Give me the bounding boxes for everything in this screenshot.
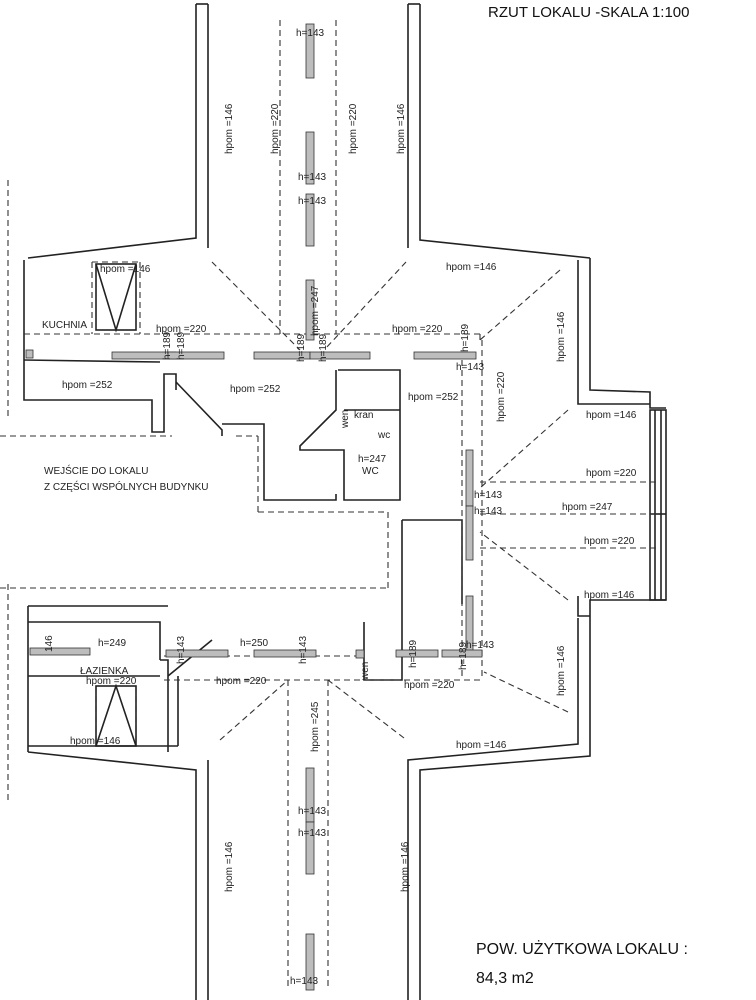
label-h143: h=143 — [290, 976, 319, 987]
label-h249: h=249 — [98, 638, 127, 649]
room-kitchen: KUCHNIA — [42, 320, 87, 331]
label-h143: h=143 — [298, 172, 327, 183]
label-hpom220-vertical: hpom =220 — [348, 103, 359, 154]
height-labels: hpom =146 hpom =146 hpom =220 hpom =220 … — [44, 28, 637, 987]
label-hpom220: hpom =220 — [586, 468, 637, 479]
label-hpom146-vertical: hpom =146 — [224, 103, 235, 154]
label-h189-vertical: h=189 — [458, 641, 469, 670]
room-wc: WC — [362, 466, 379, 477]
label-h189-vertical: h=189 — [318, 333, 329, 362]
label-hpom220: hpom =220 — [216, 676, 267, 687]
room-wen2: wen — [360, 662, 371, 681]
label-hpom146-vertical: hpom =146 — [396, 103, 407, 154]
label-h189-vertical: h=189 — [296, 333, 307, 362]
label-hpom252: hpom =252 — [408, 392, 459, 403]
room-kran: kran — [354, 410, 373, 421]
roof-projection-lines — [0, 20, 656, 990]
label-h143: h=143 — [296, 28, 325, 39]
label-hpom252: hpom =252 — [62, 380, 113, 391]
label-h143: h=143 — [466, 640, 495, 651]
label-146: 146 — [44, 635, 55, 652]
room-wc-height: h=247 — [358, 454, 387, 465]
skylights — [95, 263, 137, 747]
room-wen1: wen — [340, 410, 351, 429]
label-h143: h=143 — [298, 196, 327, 207]
label-hpom146: hpom =146 — [586, 410, 637, 421]
label-h143: h=143 — [456, 362, 485, 373]
label-hpom245-vertical: hpom =245 — [310, 701, 321, 752]
label-hpom146: hpom =146 — [446, 262, 497, 273]
label-h143: h=143 — [298, 828, 327, 839]
label-hpom247: hpom =247 — [562, 502, 613, 513]
label-h250: h=250 — [240, 638, 269, 649]
label-hpom146-vertical: hpom =146 — [556, 645, 567, 696]
label-h143: h=143 — [298, 806, 327, 817]
label-hpom220: hpom =220 — [404, 680, 455, 691]
label-hpom252: hpom =252 — [230, 384, 281, 395]
usable-area-label: POW. UŻYTKOWA LOKALU : — [476, 941, 688, 958]
label-hpom146: hpom =146 — [584, 590, 635, 601]
label-h143: h=143 — [474, 506, 503, 517]
label-hpom146: hpom =146 — [100, 264, 151, 275]
label-hpom146: hpom =146 — [456, 740, 507, 751]
label-hpom220: hpom =220 — [156, 324, 207, 335]
label-h189-vertical: h=189 — [162, 331, 173, 360]
label-hpom146-vertical: hpom =146 — [556, 311, 567, 362]
entrance-label-line2: Z CZĘŚCI WSPÓLNYCH BUDYNKU — [44, 480, 208, 493]
label-h143: h=143 — [474, 490, 503, 501]
room-wc-small: wc — [377, 430, 390, 441]
label-hpom220-vertical: hpom =220 — [270, 103, 281, 154]
room-labels: KUCHNIA ŁAZIENKA h=247 WC kran wc wen we… — [42, 320, 390, 681]
room-bathroom: ŁAZIENKA — [80, 666, 129, 677]
entrance-label-line1: WEJŚCIE DO LOKALU — [44, 464, 148, 477]
label-hpom247-vertical: hpom =247 — [310, 285, 321, 336]
label-hpom220-vertical: hpom =220 — [496, 371, 507, 422]
label-h143-vertical: h=143 — [176, 635, 187, 664]
label-hpom220: hpom =220 — [392, 324, 443, 335]
label-h189-vertical: h=189 — [408, 639, 419, 668]
outer-walls — [27, 3, 667, 1000]
label-h189-vertical: h=189 — [176, 331, 187, 360]
label-hpom220: hpom =220 — [86, 676, 137, 687]
label-h189-vertical: h=189 — [460, 323, 471, 352]
usable-area-value: 84,3 m2 — [476, 970, 534, 987]
label-hpom146-vertical: hpom =146 — [400, 841, 411, 892]
label-hpom146-vertical: hpom =146 — [224, 841, 235, 892]
label-hpom220: hpom =220 — [584, 536, 635, 547]
label-hpom146: hpom =146 — [70, 736, 121, 747]
page-title: RZUT LOKALU -SKALA 1:100 — [488, 4, 690, 21]
windows — [25, 23, 483, 991]
label-h143-vertical: h=143 — [298, 635, 309, 664]
